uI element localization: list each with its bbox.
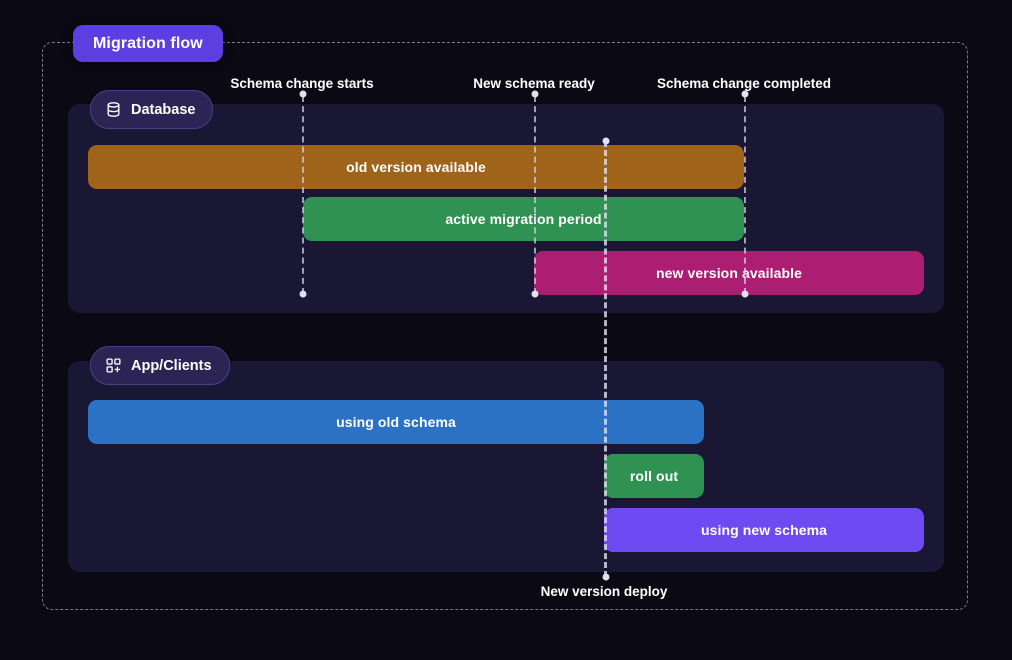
timeline-bar-label: active migration period: [445, 211, 602, 227]
marker-dot-new-version-deploy-bottom: [602, 573, 609, 581]
lane-badge-database-label: Database: [131, 101, 196, 118]
timeline-bar-label: using new schema: [700, 522, 828, 538]
marker-dot-new-schema-ready-bottom: [531, 290, 539, 298]
timeline-bar[interactable]: new version available: [534, 251, 924, 295]
app-grid-add-icon: [104, 357, 122, 375]
diagram-title-label: Migration flow: [93, 34, 203, 52]
timeline-bar-label: using old schema: [336, 414, 456, 430]
marker-dot-schema-change-completed-top: [741, 90, 749, 98]
diagram-outer-frame: [42, 42, 968, 610]
timeline-bar[interactable]: old version available: [88, 145, 744, 189]
timeline-bar[interactable]: roll out: [604, 454, 704, 498]
marker-dot-new-schema-ready-top: [531, 90, 539, 98]
marker-label-schema-change-completed: Schema change completed: [656, 76, 832, 91]
marker-line-schema-change-completed: [744, 96, 746, 294]
timeline-bar-label: old version available: [346, 159, 486, 175]
marker-dot-schema-change-completed-bottom: [741, 290, 749, 298]
marker-label-new-version-deploy: New version deploy: [540, 584, 668, 599]
marker-label-schema-change-starts: Schema change starts: [230, 76, 374, 91]
marker-label-new-schema-ready: New schema ready: [473, 76, 595, 91]
timeline-bar-label: new version available: [655, 265, 803, 281]
database-icon: [104, 101, 122, 119]
timeline-bar[interactable]: using new schema: [604, 508, 924, 552]
diagram-title-pill: Migration flow: [73, 25, 223, 62]
marker-dot-schema-change-starts-top: [299, 90, 307, 98]
timeline-bar[interactable]: active migration period: [303, 197, 744, 241]
lane-badge-app-clients: App/Clients: [90, 346, 230, 385]
marker-line-new-version-deploy: [604, 141, 607, 577]
lane-badge-app-clients-label: App/Clients: [131, 357, 212, 374]
lane-badge-database: Database: [90, 90, 214, 129]
timeline-bar[interactable]: using old schema: [88, 400, 704, 444]
timeline-bar-label: roll out: [629, 468, 679, 484]
marker-line-schema-change-starts: [302, 96, 304, 294]
marker-dot-schema-change-starts-bottom: [299, 290, 307, 298]
marker-dot-new-version-deploy-top: [602, 137, 609, 145]
marker-line-new-schema-ready: [534, 96, 536, 294]
